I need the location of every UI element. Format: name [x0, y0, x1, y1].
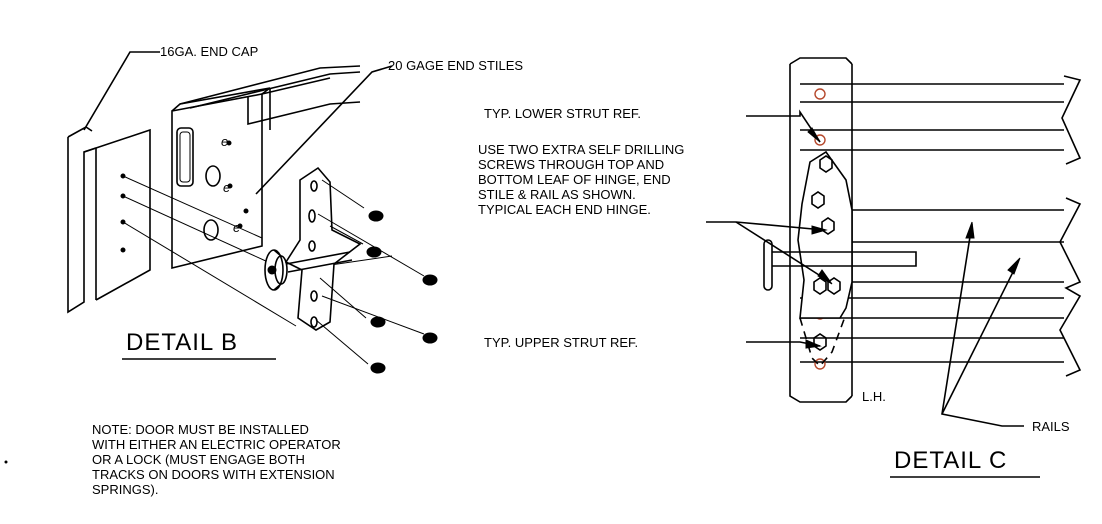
screws-note-line: BOTTOM LEAF OF HINGE, END	[478, 172, 671, 187]
svg-text:e: e	[233, 220, 240, 235]
screw	[321, 179, 384, 222]
screws-note-line: STILE & RAIL AS SHOWN.	[478, 187, 636, 202]
screws-leader-2	[735, 221, 831, 283]
end-stiles-leader	[255, 65, 393, 195]
stray-mark	[4, 460, 8, 464]
upper-strut-label: TYP. UPPER STRUT REF.	[484, 335, 638, 350]
detail-c: TYP. LOWER STRUT REF. USE TWO EXTRA SELF…	[478, 57, 1082, 478]
rail-section	[800, 197, 1082, 377]
note-line: TRACKS ON DOORS WITH EXTENSION	[92, 467, 335, 482]
lower-strut-label: TYP. LOWER STRUT REF.	[484, 106, 641, 121]
detail-b-title: DETAIL B	[126, 329, 238, 356]
rails-leader-1	[941, 223, 1024, 427]
note-line: NOTE: DOOR MUST BE INSTALLED	[92, 422, 309, 437]
screw	[317, 213, 438, 286]
hinge-assembly	[264, 166, 362, 331]
lower-strut-leader	[746, 109, 821, 143]
end-stiles-label: 20 GAGE END STILES	[388, 58, 523, 73]
end-stile: e e e	[171, 65, 361, 270]
end-cap-leader	[83, 51, 160, 131]
screws	[315, 179, 438, 374]
screw	[315, 319, 386, 374]
screws-note-line: USE TWO EXTRA SELF DRILLING	[478, 142, 684, 157]
detail-b: e e e	[67, 44, 523, 374]
note-line: WITH EITHER AN ELECTRIC OPERATOR	[92, 437, 341, 452]
hand-label: L.H.	[862, 389, 886, 404]
installation-note: NOTE: DOOR MUST BE INSTALLED WITH EITHER…	[92, 422, 341, 497]
note-line: OR A LOCK (MUST ENGAGE BOTH	[92, 452, 305, 467]
end-cap	[67, 126, 151, 314]
rails-leader-2	[941, 261, 1019, 415]
svg-text:e: e	[221, 134, 228, 149]
rails-label: RAILS	[1032, 419, 1070, 434]
note-line: SPRINGS).	[92, 482, 158, 497]
detail-c-title: DETAIL C	[894, 447, 1007, 474]
end-cap-label: 16GA. END CAP	[160, 44, 258, 59]
screws-note-line: SCREWS THROUGH TOP AND	[478, 157, 664, 172]
screw	[321, 295, 438, 344]
hinge-c	[763, 150, 917, 368]
lower-strut	[800, 75, 1082, 165]
screws-note-line: TYPICAL EACH END HINGE.	[478, 202, 651, 217]
svg-text:e: e	[223, 180, 230, 195]
